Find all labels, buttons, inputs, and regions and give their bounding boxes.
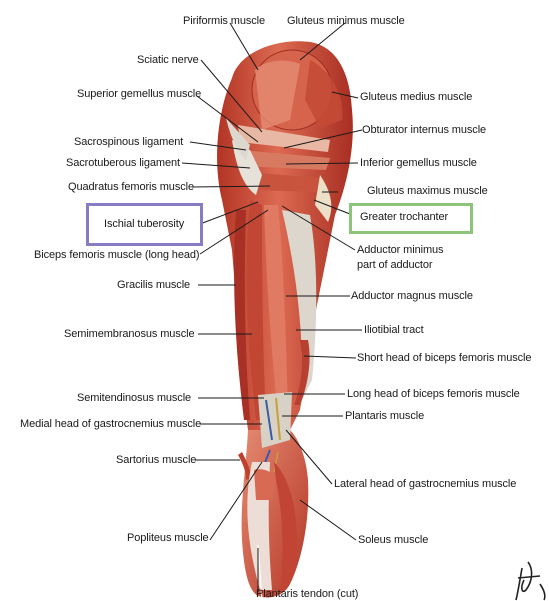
label-sacrospinous: Sacrospinous ligament [74,136,183,149]
label-plantaris-tendon: Plantaris tendon (cut) [256,588,358,601]
label-gluteus-medius: Gluteus medius muscle [360,91,472,104]
label-soleus: Soleus muscle [358,534,428,547]
label-quadratus-femoris: Quadratus femoris muscle [68,181,194,194]
label-gluteus-maximus: Gluteus maximus muscle [367,185,488,198]
signature-mark [516,562,545,600]
label-inferior-gemellus: Inferior gemellus muscle [360,157,477,170]
label-obturator-internus: Obturator internus muscle [362,124,486,137]
label-greater-trochanter: Greater trochanter [360,211,448,224]
label-biceps-long-head: Biceps femoris muscle (long head) [34,249,199,262]
label-adductor-minimus-part: part of adductor [357,259,432,272]
label-adductor-minimus: Adductor minimus [357,244,443,257]
label-popliteus: Popliteus muscle [127,532,209,545]
label-ischial-tuberosity: Ischial tuberosity [104,218,184,231]
label-gracilis: Gracilis muscle [117,279,190,292]
label-plantaris: Plantaris muscle [345,410,424,423]
label-gluteus-minimus: Gluteus minimus muscle [287,15,405,28]
label-short-head-biceps: Short head of biceps femoris muscle [357,352,531,365]
label-superior-gemellus: Superior gemellus muscle [77,88,201,101]
label-long-head-biceps: Long head of biceps femoris muscle [347,388,520,401]
label-iliotibial: Iliotibial tract [364,324,424,337]
label-piriformis: Piriformis muscle [183,15,265,28]
label-semitendinosus: Semitendinosus muscle [77,392,191,405]
label-lateral-gastrocnemius: Lateral head of gastrocnemius muscle [334,478,516,491]
label-sciatic-nerve: Sciatic nerve [137,54,199,67]
label-sartorius: Sartorius muscle [116,454,196,467]
label-medial-gastrocnemius: Medial head of gastrocnemius muscle [20,418,201,431]
label-adductor-magnus: Adductor magnus muscle [351,290,473,303]
label-semimembranosus: Semimembranosus muscle [64,328,194,341]
label-sacrotuberous: Sacrotuberous ligament [66,157,180,170]
